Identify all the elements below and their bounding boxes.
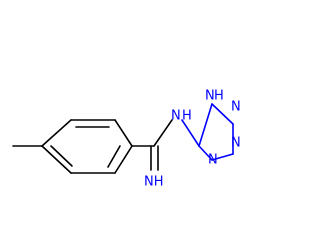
bond-ring-d [114, 145, 133, 174]
chemical-structure-diagram: N H NH N H N N N [12, 89, 241, 190]
bond-tetrazole-a [198, 145, 213, 161]
tetrazole-nitrogen-label-bottom: N [208, 153, 218, 168]
amine-nitrogen-label: N [171, 109, 181, 124]
bond-tetrazole-e [198, 103, 213, 147]
bond-lines [12, 103, 234, 174]
bond-nh-to-tetrazole [181, 119, 200, 147]
tetrazole-nitrogen-label-right: N [231, 136, 241, 151]
bond-tetrazole-b [211, 153, 234, 161]
amine-hydrogen-label: H [182, 109, 192, 124]
bond-ring-c [114, 119, 133, 147]
imine-label: NH [144, 175, 164, 190]
bond-ring-inner-c [50, 145, 73, 167]
tetrazole-nh-hydrogen-label: H [214, 89, 224, 104]
tetrazole-nh-nitrogen-label: N [205, 89, 215, 104]
bond-ring-inner-b [107, 145, 121, 168]
bond-carbon-to-nh [153, 119, 173, 147]
bond-tetrazole-d [211, 103, 234, 125]
bond-ring-a [41, 119, 72, 147]
bond-ring-f [41, 145, 72, 174]
atom-labels: N H NH N H N N N [144, 89, 241, 190]
tetrazole-nitrogen-label-top-right: N [231, 100, 241, 115]
